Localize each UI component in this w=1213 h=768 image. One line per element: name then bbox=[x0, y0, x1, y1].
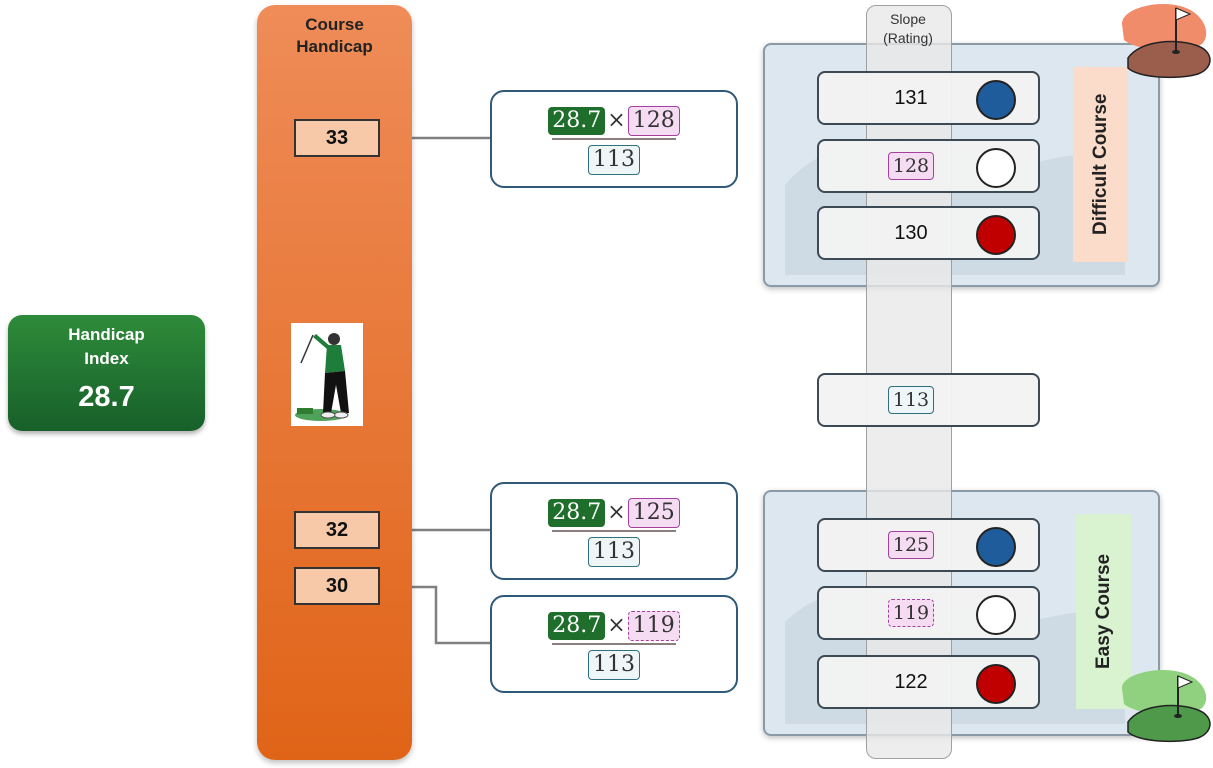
easy-tee-row-blue: 125 bbox=[817, 518, 1040, 572]
formula-slope-chip: 125 bbox=[627, 498, 680, 528]
neutral-slope-row: 113 bbox=[817, 373, 1040, 427]
formula-numerator: 28.7×128 bbox=[492, 106, 736, 136]
difficult-green-flag-icon bbox=[1122, 4, 1211, 79]
handicap-index-card: Handicap Index 28.7 bbox=[8, 315, 205, 431]
slope-value: 122 bbox=[894, 671, 928, 693]
slope-value-cell: 125 bbox=[877, 520, 945, 570]
course-handicap-value-3: 30 bbox=[294, 567, 380, 605]
fraction-line bbox=[552, 530, 676, 532]
formula-divisor-chip: 113 bbox=[588, 650, 640, 680]
formula-numerator: 28.7×119 bbox=[492, 611, 736, 641]
slope-rating-title: Slope (Rating) bbox=[883, 11, 933, 46]
handicap-index-title: Handicap Index bbox=[68, 325, 145, 368]
neutral-slope-value: 113 bbox=[887, 386, 935, 414]
red-tee-icon bbox=[976, 215, 1016, 255]
white-tee-icon bbox=[976, 148, 1016, 188]
formula-index-chip: 28.7 bbox=[548, 107, 606, 135]
formula-box-1: 28.7×128 113 bbox=[490, 90, 738, 188]
formula-denominator: 113 bbox=[492, 537, 736, 567]
formula-divisor-chip: 113 bbox=[588, 537, 640, 567]
difficult-tee-row-white: 128 bbox=[817, 139, 1040, 193]
red-tee-icon bbox=[976, 664, 1016, 704]
difficult-tee-row-blue: 131 bbox=[817, 71, 1040, 125]
difficult-tee-row-red: 130 bbox=[817, 206, 1040, 260]
course-handicap-value-2: 32 bbox=[294, 511, 380, 549]
formula-box-2: 28.7×125 113 bbox=[490, 482, 738, 580]
handicap-index-value: 28.7 bbox=[78, 381, 135, 413]
times-sign: × bbox=[607, 500, 626, 525]
blue-tee-icon bbox=[976, 80, 1016, 120]
course-handicap-title: Course Handicap bbox=[296, 15, 373, 56]
formula-slope-chip: 128 bbox=[627, 106, 680, 136]
formula-index-chip: 28.7 bbox=[548, 612, 606, 640]
slope-value: 119 bbox=[887, 599, 935, 627]
easy-tee-row-white: 119 bbox=[817, 586, 1040, 640]
slope-value: 130 bbox=[894, 222, 928, 244]
white-tee-icon bbox=[976, 595, 1016, 635]
times-sign: × bbox=[607, 613, 626, 638]
formula-denominator: 113 bbox=[492, 650, 736, 680]
slope-value: 131 bbox=[894, 87, 928, 109]
formula-denominator: 113 bbox=[492, 145, 736, 175]
easy-green-flag-icon bbox=[1122, 669, 1211, 743]
easy-tee-row-red: 122 bbox=[817, 655, 1040, 709]
fraction-line bbox=[552, 138, 676, 140]
formula-numerator: 28.7×125 bbox=[492, 498, 736, 528]
fraction-line bbox=[552, 643, 676, 645]
blue-tee-icon bbox=[976, 527, 1016, 567]
formula-box-3: 28.7×119 113 bbox=[490, 595, 738, 693]
formula-slope-chip: 119 bbox=[627, 611, 680, 641]
slope-value-cell: 119 bbox=[877, 588, 945, 638]
course-handicap-value-1: 33 bbox=[294, 119, 380, 157]
times-sign: × bbox=[607, 108, 626, 133]
slope-value: 128 bbox=[887, 152, 935, 180]
formula-index-chip: 28.7 bbox=[548, 499, 606, 527]
slope-value: 125 bbox=[887, 531, 935, 559]
golfer-icon bbox=[291, 323, 363, 426]
slope-value-cell: 113 bbox=[877, 375, 945, 425]
slope-value-cell: 128 bbox=[877, 141, 945, 191]
formula-divisor-chip: 113 bbox=[588, 145, 640, 175]
difficult-course-label: Difficult Course bbox=[1073, 67, 1128, 262]
